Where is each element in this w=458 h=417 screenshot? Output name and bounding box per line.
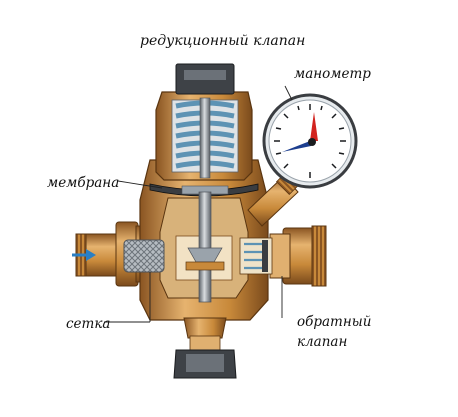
gauge-needle-red bbox=[310, 112, 318, 141]
flow-direction-arrow-icon bbox=[72, 249, 96, 261]
label-membrane: мембрана bbox=[47, 175, 120, 191]
label-mesh-filter: сетка bbox=[66, 316, 111, 332]
valve-stem bbox=[185, 191, 225, 303]
check-valve-element bbox=[239, 237, 273, 275]
callout-leader-lines bbox=[104, 85, 293, 323]
label-check-valve-line1: обратный bbox=[297, 314, 372, 330]
label-pressure-gauge: манометр bbox=[294, 66, 371, 82]
pressure-gauge bbox=[262, 93, 358, 189]
lower-plug bbox=[173, 317, 237, 379]
outlet-fitting bbox=[269, 225, 327, 287]
mesh-filter-element bbox=[123, 239, 165, 273]
adjustment-spring bbox=[175, 97, 235, 179]
gauge-needle-blue bbox=[282, 141, 311, 152]
diagram-title: редукционный клапан bbox=[140, 33, 306, 49]
label-check-valve-line2: клапан bbox=[297, 334, 348, 350]
